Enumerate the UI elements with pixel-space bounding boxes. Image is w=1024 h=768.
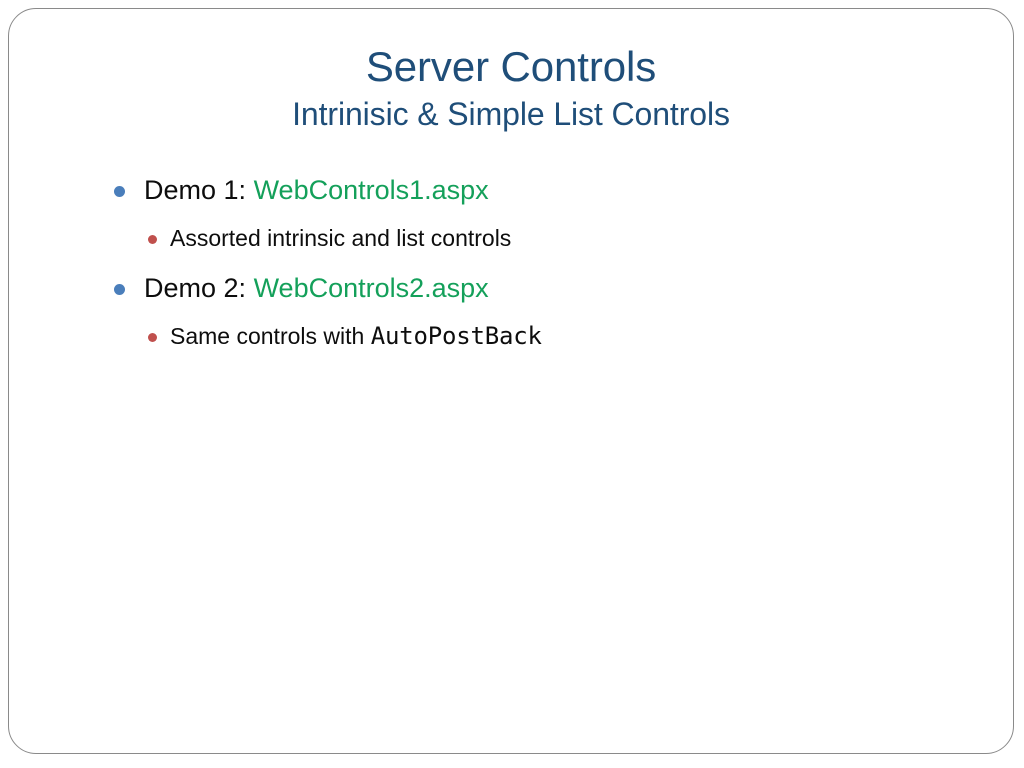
list-item-text: Demo 1: WebControls1.aspx xyxy=(144,173,489,207)
list-item: Demo 2: WebControls2.aspx xyxy=(114,271,974,321)
bullet-dot-level1-icon xyxy=(114,186,125,197)
list-item-text: Demo 2: WebControls2.aspx xyxy=(144,271,489,305)
page-title: Server Controls xyxy=(365,43,657,90)
list-item-text: Same controls with AutoPostBack xyxy=(170,321,542,351)
demo1-label: Demo 1: xyxy=(144,175,247,205)
list-item: Demo 1: WebControls1.aspx xyxy=(114,173,974,223)
demo1-file-link[interactable]: WebControls1.aspx xyxy=(253,175,489,205)
list-item-text: Assorted intrinsic and list controls xyxy=(170,225,512,251)
page-subtitle: Intrinisic & Simple List Controls xyxy=(292,96,730,132)
demo2-file-link[interactable]: WebControls2.aspx xyxy=(253,273,489,303)
title-block: Server Controls Intrinisic & Simple List… xyxy=(9,41,1013,135)
slide-frame: Server Controls Intrinisic & Simple List… xyxy=(8,8,1014,754)
bullet-dot-level1-icon xyxy=(114,284,125,295)
bullet-dot-level2-icon xyxy=(148,235,157,244)
list-item: Same controls with AutoPostBack xyxy=(148,321,974,369)
bullet-list: Demo 1: WebControls1.aspx Assorted intri… xyxy=(114,173,974,369)
autopostback-code: AutoPostBack xyxy=(370,322,542,350)
list-item: Assorted intrinsic and list controls xyxy=(148,223,974,271)
demo2-label: Demo 2: xyxy=(144,273,247,303)
bullet-dot-level2-icon xyxy=(148,333,157,342)
autopostback-prefix: Same controls with xyxy=(170,323,365,349)
